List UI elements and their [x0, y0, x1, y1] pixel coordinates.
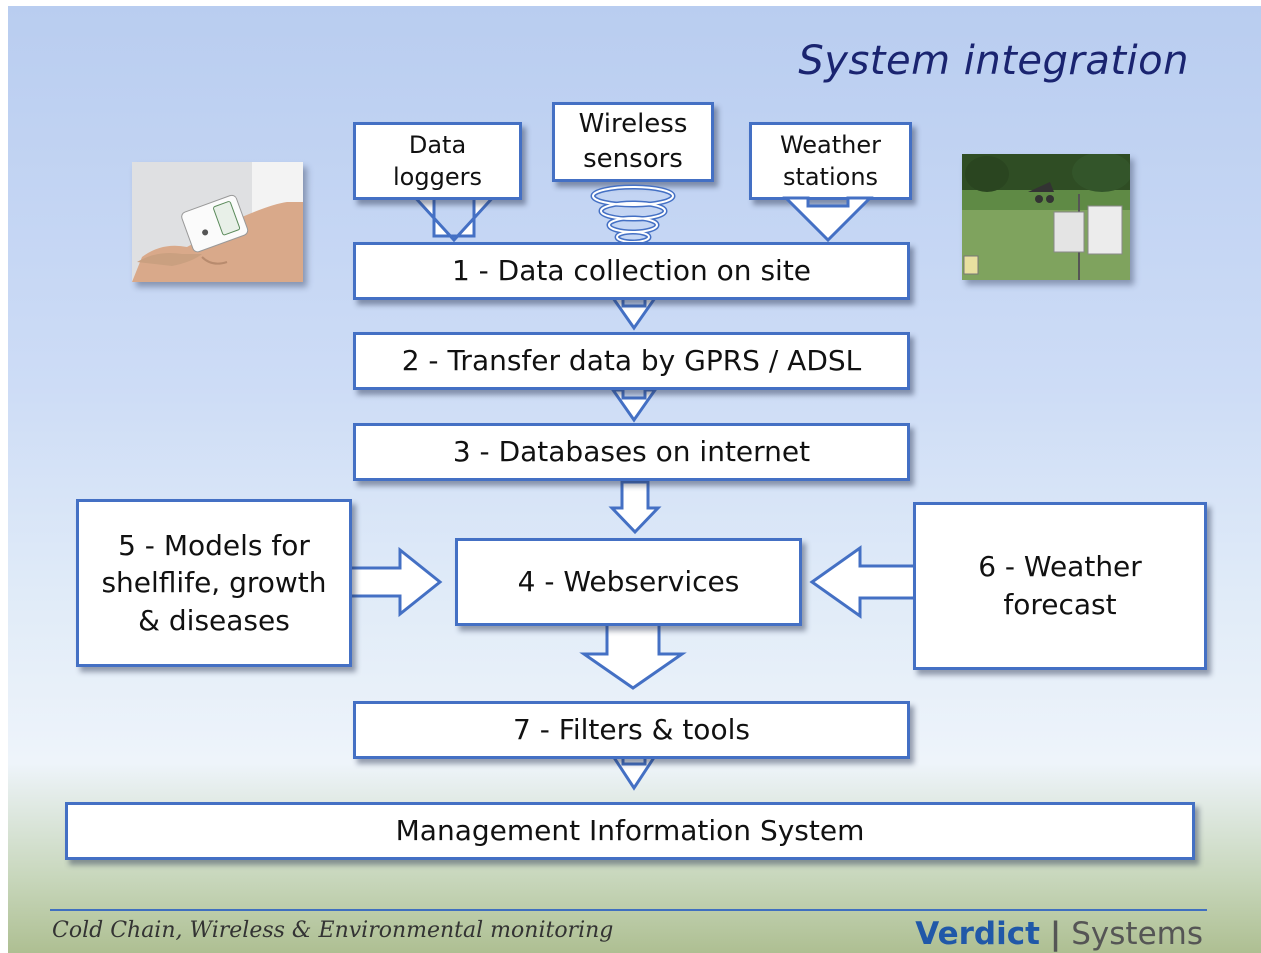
wireless-sensors-label: Wireless sensors: [578, 109, 688, 174]
data-loggers-arrow: [408, 192, 500, 243]
slide: System integration: [8, 6, 1261, 953]
arrow-5-to-4: [348, 546, 443, 618]
mis-box: Management Information System: [65, 802, 1195, 860]
weather-stations-box: Weather stations: [749, 122, 912, 200]
arrow-6-to-4: [809, 545, 918, 619]
data-loggers-label: Data loggers: [393, 130, 482, 191]
slide-title: System integration: [798, 38, 1189, 84]
step-2-label: 2 - Transfer data by GPRS / ADSL: [401, 344, 862, 378]
step-7-box: 7 - Filters & tools: [353, 701, 910, 759]
data-logger-photo: [132, 162, 303, 282]
weather-station-photo: [962, 154, 1130, 280]
weather-stations-label: Weather stations: [779, 130, 882, 191]
footer-brand: Verdict|Systems: [915, 916, 1203, 952]
wireless-signal-icon: [590, 184, 676, 245]
arrow-4-to-7: [579, 622, 687, 690]
step-4-label: 4 - Webservices: [517, 565, 740, 599]
wireless-sensors-box: Wireless sensors: [552, 102, 714, 182]
step-4-box: 4 - Webservices: [455, 538, 802, 626]
brand-separator: |: [1049, 916, 1062, 952]
weather-stations-arrow: [782, 196, 874, 243]
step-6-label: 6 - Weather forecast: [978, 550, 1142, 621]
step-3-box: 3 - Databases on internet: [353, 423, 910, 481]
brand-primary: Verdict: [915, 916, 1040, 952]
arrow-3-to-4: [608, 480, 662, 535]
step-7-label: 7 - Filters & tools: [513, 713, 750, 747]
mis-label: Management Information System: [395, 814, 865, 848]
footer-divider: [50, 909, 1207, 911]
step-5-label: 5 - Models for shelflife, growth & disea…: [101, 528, 327, 637]
brand-secondary: Systems: [1071, 916, 1203, 952]
data-loggers-box: Data loggers: [353, 122, 522, 200]
step-3-label: 3 - Databases on internet: [452, 435, 811, 469]
arrow-2-to-3: [610, 388, 658, 423]
step-6-box: 6 - Weather forecast: [913, 502, 1207, 670]
step-1-label: 1 - Data collection on site: [451, 254, 812, 288]
step-5-box: 5 - Models for shelflife, growth & disea…: [76, 499, 352, 667]
step-2-box: 2 - Transfer data by GPRS / ADSL: [353, 332, 910, 390]
step-1-box: 1 - Data collection on site: [353, 242, 910, 300]
footer-tagline: Cold Chain, Wireless & Environmental mon…: [52, 918, 614, 943]
